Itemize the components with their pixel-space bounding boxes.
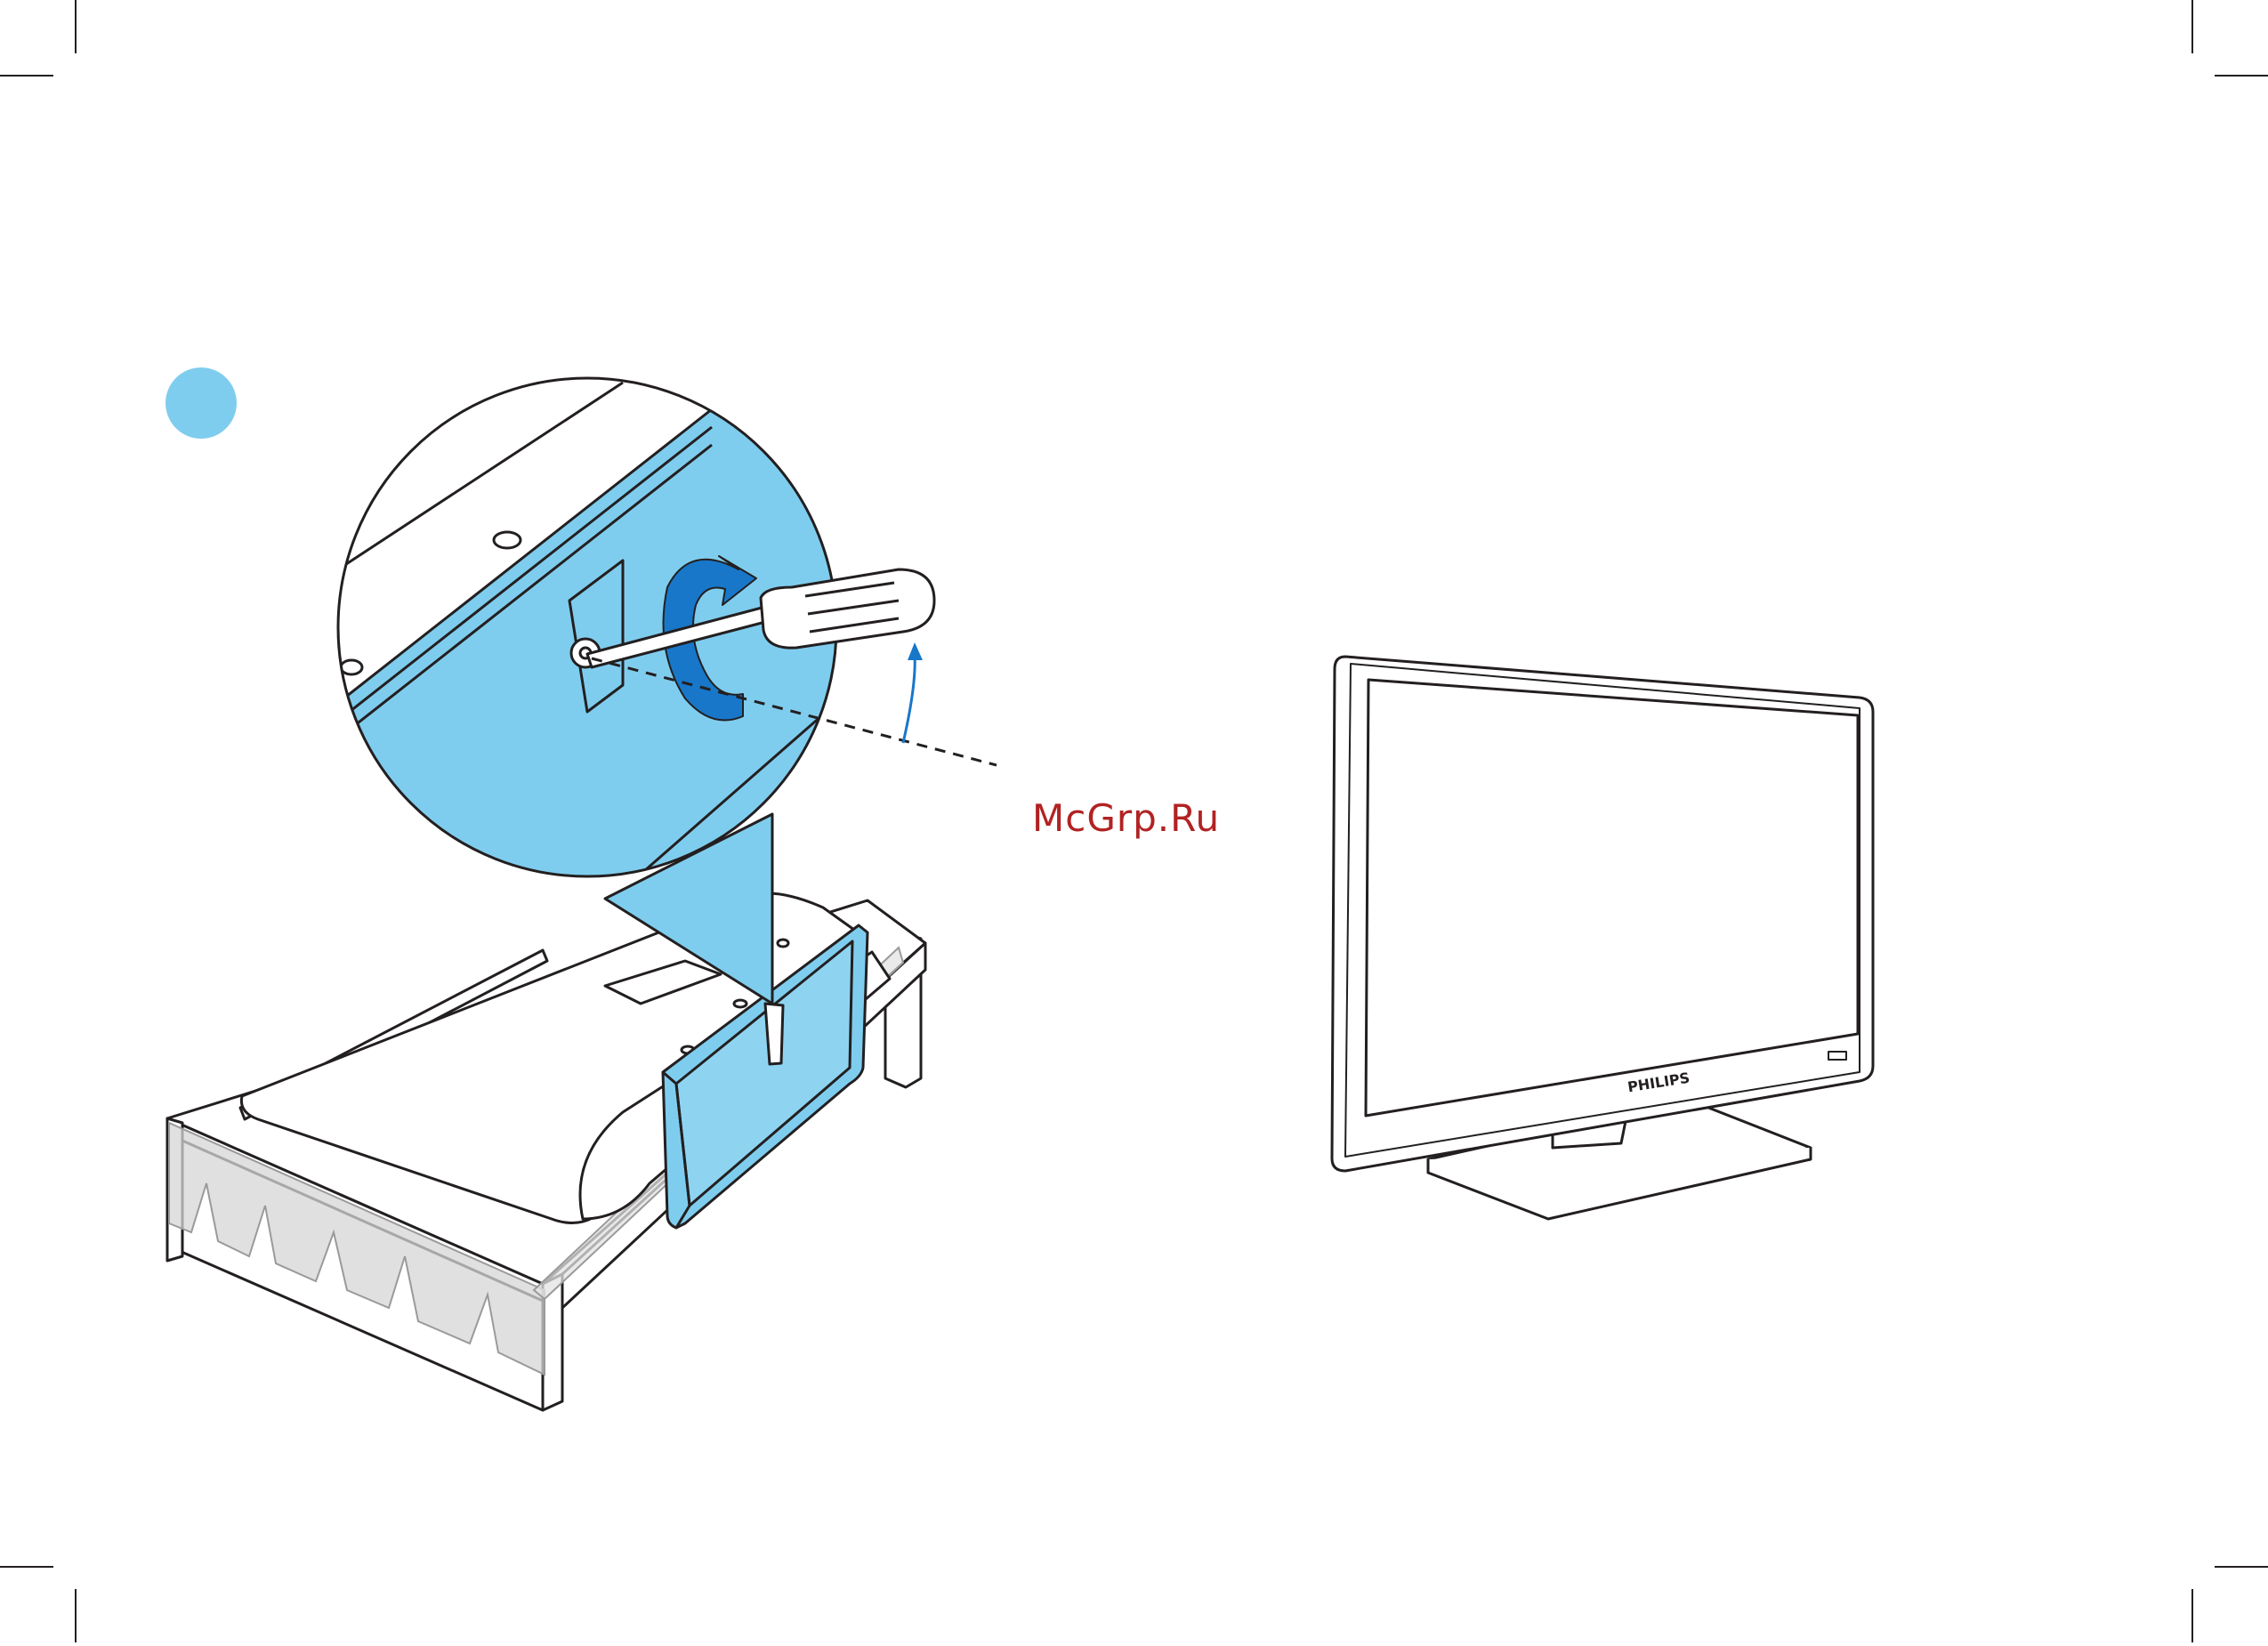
step-marker: [165, 367, 237, 439]
zoom-screw-hole: [341, 660, 362, 674]
zoom-screw-hole: [494, 532, 521, 548]
curved-arrow-icon: [903, 642, 923, 743]
tv-upright: [1332, 657, 1873, 1219]
watermark: McGrp.Ru: [1032, 796, 1220, 840]
screw-hole: [734, 1000, 747, 1007]
screw-hole: [778, 940, 788, 947]
